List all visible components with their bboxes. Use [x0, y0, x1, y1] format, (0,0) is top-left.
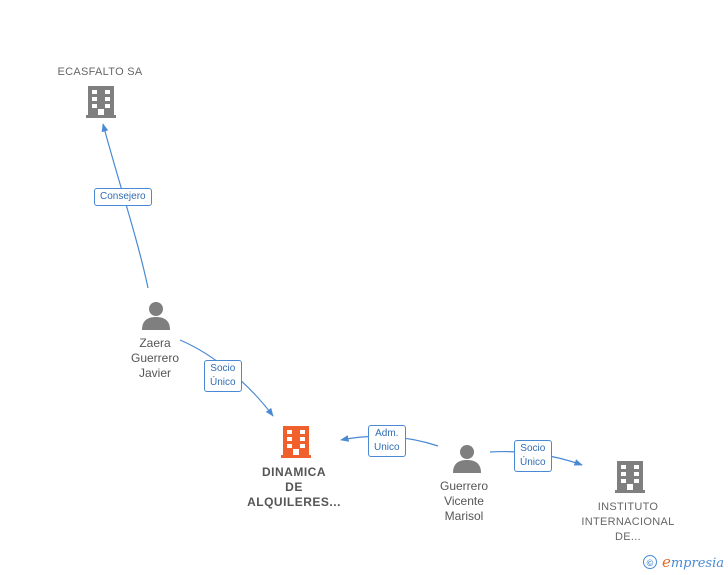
person-icon[interactable]	[142, 302, 170, 330]
node-label-dinamica[interactable]: DINAMICA DE ALQUILERES...	[247, 465, 341, 509]
building-icon[interactable]	[86, 86, 116, 118]
person-icon[interactable]	[453, 445, 481, 473]
copyright-icon: ©	[642, 555, 657, 569]
node-label-ecasfalto[interactable]: ECASFALTO SA	[57, 66, 143, 78]
building-icon[interactable]	[615, 461, 645, 493]
node-label-guerrero[interactable]: Guerrero Vicente Marisol	[439, 479, 489, 523]
edge-label-socio-unico: Socio Único	[204, 360, 242, 392]
edge-label-adm-unico: Adm. Unico	[368, 425, 406, 457]
node-label-zaera[interactable]: Zaera Guerrero Javier	[130, 336, 180, 380]
edge-label-socio-unico: Socio Único	[514, 440, 552, 472]
node-label-instituto[interactable]: INSTITUTO INTERNACIONAL DE...	[581, 501, 675, 543]
footer-branding: © empresia	[642, 553, 724, 571]
brand-logo[interactable]: empresia	[661, 553, 724, 571]
main-building-icon[interactable]	[281, 426, 311, 458]
edge-consejero	[101, 123, 149, 289]
edge-label-consejero: Consejero	[94, 188, 152, 206]
